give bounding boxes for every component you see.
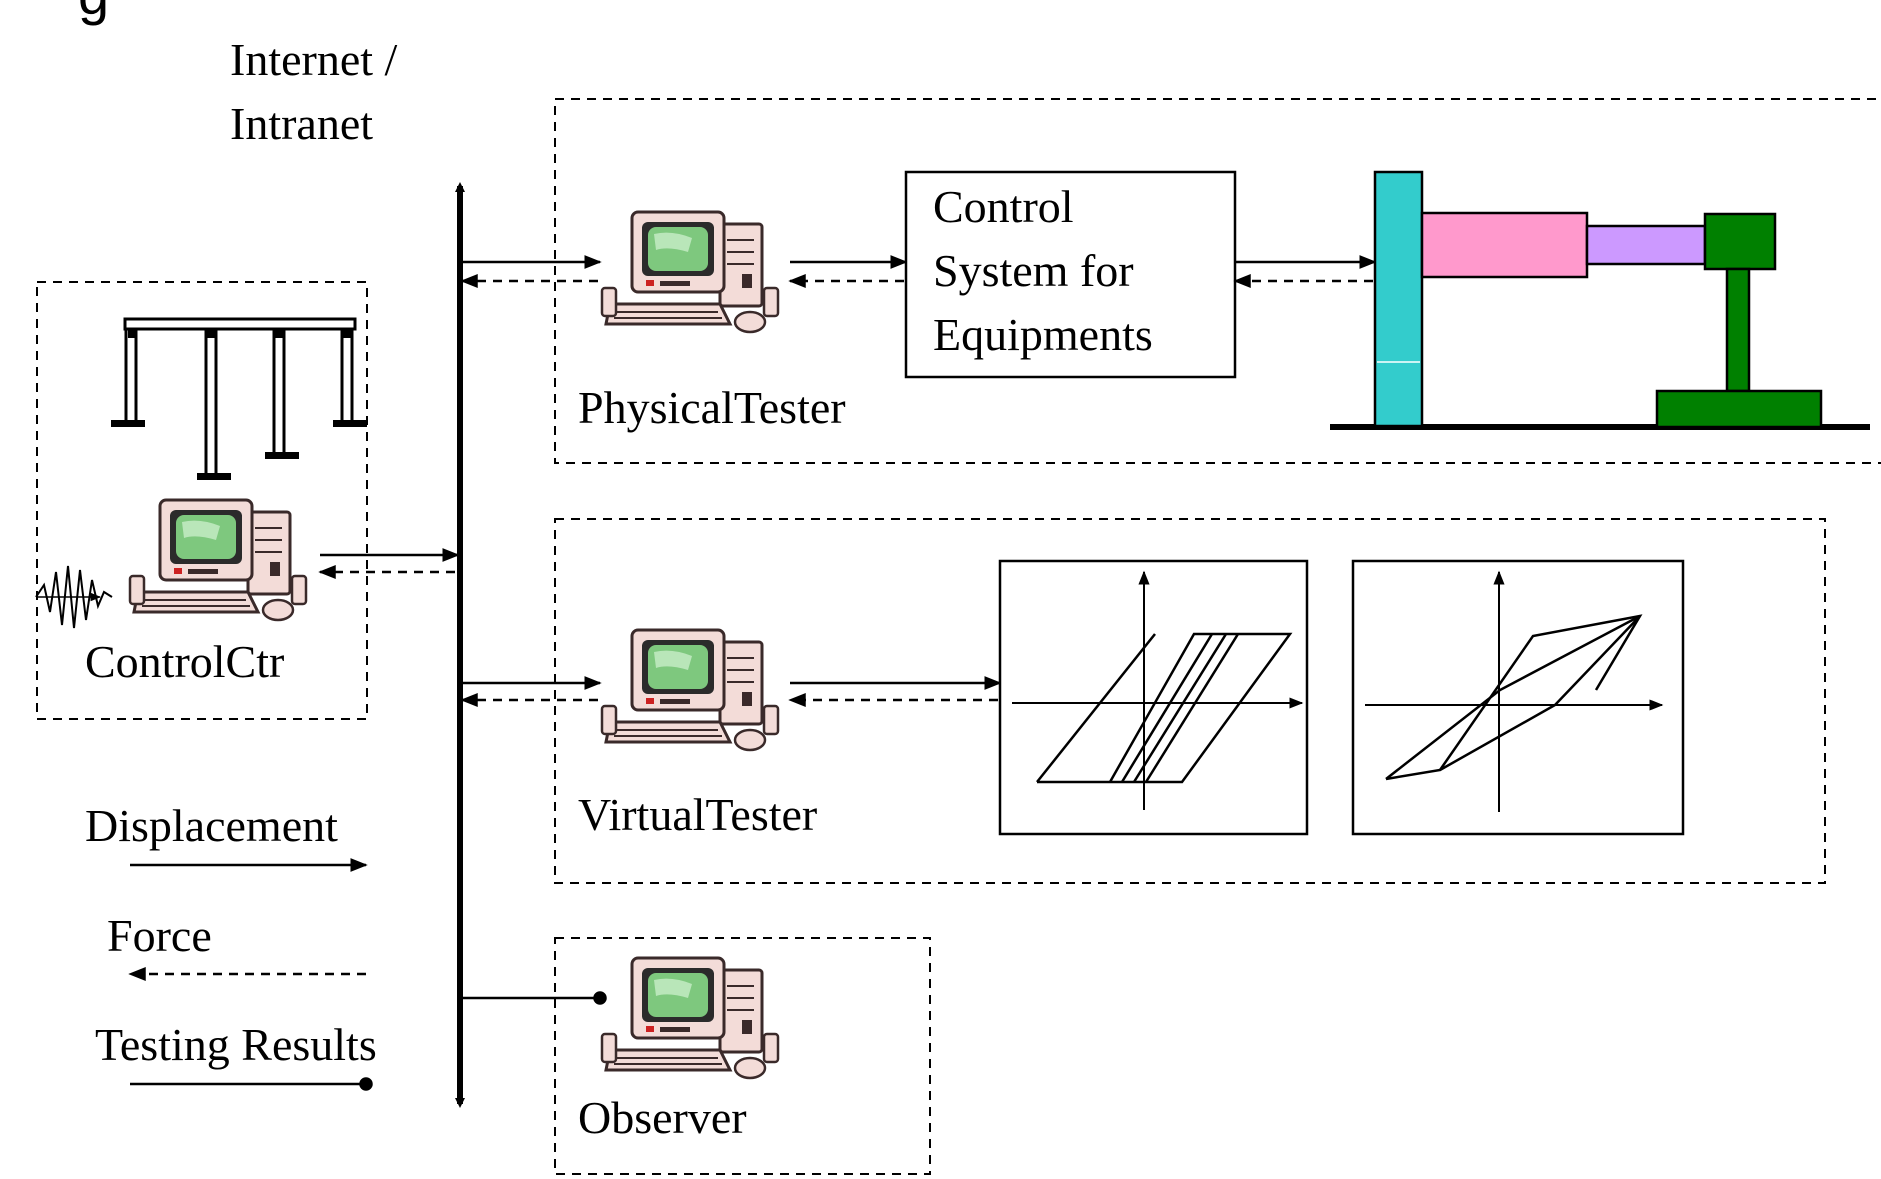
physical-tester-box — [554, 98, 1881, 464]
legend: Displacement Force Testing Results — [85, 800, 377, 1091]
virtual-tester-group: VirtualTester — [460, 518, 1826, 884]
virtual-tester-computer-icon — [600, 628, 780, 752]
virtual-tester-label: VirtualTester — [578, 789, 817, 840]
observer-group: Observer — [462, 937, 931, 1175]
control-center-group: ControlCtr — [35, 281, 460, 720]
hysteresis-plot-2 — [1351, 559, 1685, 836]
observer-label: Observer — [578, 1092, 747, 1143]
network-label-line1: Internet / — [230, 34, 398, 85]
control-system-line3: Equipments — [933, 309, 1153, 360]
control-center-box — [36, 281, 368, 720]
test-equipment-icon — [1330, 170, 1870, 430]
physical-tester-computer-icon — [600, 210, 780, 334]
control-center-label: ControlCtr — [85, 636, 284, 687]
network-bus — [455, 182, 465, 1108]
observer-box — [554, 937, 931, 1175]
header-fragment: g — [78, 0, 109, 26]
observer-computer-icon — [600, 956, 780, 1080]
control-system-line2: System for — [933, 245, 1134, 296]
physical-tester-group: PhysicalTester Control System for Equipm… — [460, 98, 1881, 464]
control-system-box — [904, 170, 1237, 379]
hysteresis-plot-1 — [998, 559, 1309, 836]
legend-results-label: Testing Results — [95, 1019, 377, 1070]
control-center-computer-icon — [128, 498, 308, 622]
physical-tester-label: PhysicalTester — [578, 382, 846, 433]
legend-force-label: Force — [107, 910, 212, 961]
control-system-line1: Control — [933, 181, 1074, 232]
bridge-model-icon — [111, 317, 367, 480]
network-label-line2: Intranet — [230, 98, 373, 149]
ground-motion-wave-icon — [35, 565, 113, 629]
legend-displacement-label: Displacement — [85, 800, 338, 851]
